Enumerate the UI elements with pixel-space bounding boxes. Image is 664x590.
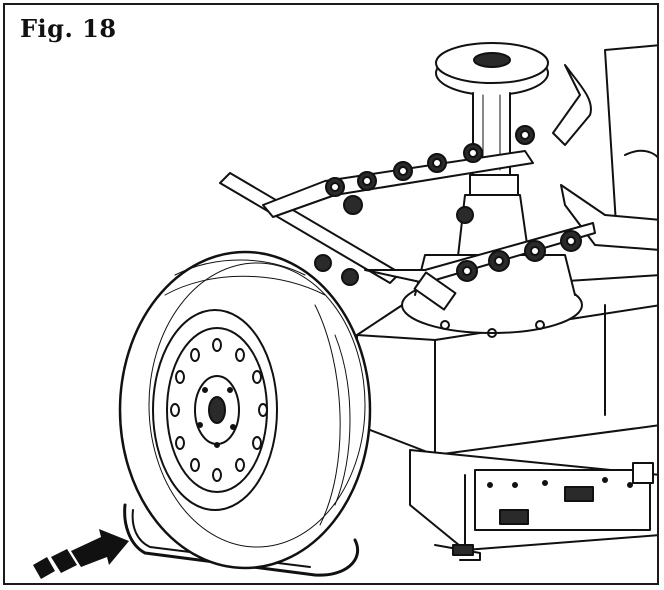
wheel-lift [123, 503, 359, 577]
arrow-right-icon [33, 529, 129, 579]
roller-arms [219, 125, 596, 311]
machine-tower [552, 44, 657, 251]
wheel-icon [118, 250, 372, 570]
machine-illustration [33, 42, 657, 579]
figure-frame: Fig. 18 [3, 3, 659, 585]
figure-label: Fig. 18 [20, 14, 117, 43]
